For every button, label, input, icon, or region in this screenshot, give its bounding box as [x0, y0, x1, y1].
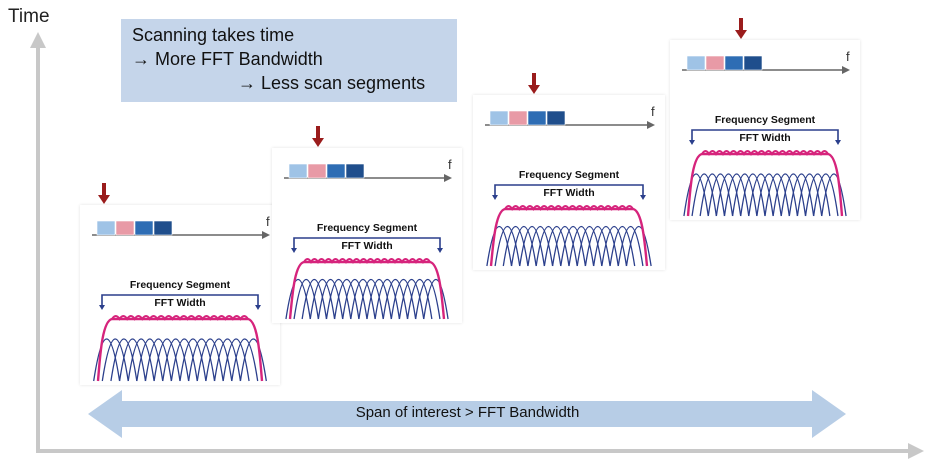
scan-block-1: [288, 163, 308, 179]
scan-block-1: [686, 55, 706, 71]
segment-graphic-3: [485, 73, 655, 267]
current-segment-marker-arrow: [528, 73, 540, 94]
segment-axis-f-label: f: [651, 104, 655, 119]
segment-frequency-arrowhead: [647, 121, 655, 129]
segment-envelope-ripple: [111, 315, 249, 321]
scan-block-4: [345, 163, 365, 179]
segment-frequency-arrowhead: [842, 66, 850, 74]
scan-block-4: [743, 55, 763, 71]
segment-frequency-arrowhead: [444, 174, 452, 182]
fft-width-label: FFT Width: [341, 240, 393, 252]
scan-block-3: [134, 220, 154, 236]
scan-block-4: [153, 220, 173, 236]
filter-bank: [683, 173, 847, 217]
time-axis-arrowhead: [30, 32, 46, 48]
scan-block-1: [489, 110, 509, 126]
scan-block-2: [115, 220, 135, 236]
filter-bank: [93, 338, 267, 382]
fft-width-label: FFT Width: [154, 297, 206, 309]
current-segment-marker-arrow: [98, 183, 110, 204]
frequency-segment-label: Frequency Segment: [714, 114, 816, 126]
segment-envelope-ripple: [303, 258, 431, 264]
segment-axis-f-label: f: [846, 49, 850, 64]
current-segment-marker-arrow: [735, 18, 747, 39]
frequency-axis-arrowhead: [908, 443, 924, 459]
filter-bank: [486, 226, 652, 267]
scanning-callout: Scanning takes time → More FFT Bandwidth…: [121, 19, 457, 102]
scan-block-2: [307, 163, 327, 179]
callout-line-1: Scanning takes time: [132, 25, 295, 45]
scan-block-3: [527, 110, 547, 126]
segment-frequency-arrowhead: [262, 231, 270, 239]
segment-axis-f-label: f: [448, 157, 452, 172]
fft-width-bracket: [293, 237, 441, 250]
scan-block-3: [724, 55, 744, 71]
segment-envelope: [96, 317, 264, 382]
filter-bank: [285, 279, 449, 320]
fft-width-label: FFT Width: [739, 132, 791, 144]
segment-envelope-ripple: [504, 205, 634, 211]
scan-block-3: [326, 163, 346, 179]
fft-width-bracket: [691, 129, 839, 142]
span-of-interest-label: Span of interest > FFT Bandwidth: [355, 404, 580, 421]
segment-axis-f-label: f: [266, 214, 270, 229]
segment-envelope: [686, 152, 844, 217]
fft-width-label: FFT Width: [543, 187, 595, 199]
segment-graphic-4: [682, 18, 850, 217]
fft-width-bracket: [101, 294, 259, 307]
scan-block-4: [546, 110, 566, 126]
callout-line-3: → Less scan segments: [238, 73, 426, 93]
segment-graphic-2: [284, 126, 452, 320]
scan-block-2: [508, 110, 528, 126]
frequency-segment-label: Frequency Segment: [518, 169, 620, 181]
frequency-segment-label: Frequency Segment: [129, 279, 231, 291]
time-axis-label: Time: [8, 6, 50, 27]
span-of-interest-arrow: [88, 390, 846, 438]
fft-width-bracket: [494, 184, 644, 197]
segment-envelope-ripple: [701, 150, 829, 156]
segment-graphic-1: [92, 183, 270, 382]
scan-block-2: [705, 55, 725, 71]
scan-block-1: [96, 220, 116, 236]
current-segment-marker-arrow: [312, 126, 324, 147]
callout-line-2: → More FFT Bandwidth: [132, 49, 323, 69]
frequency-segment-label: Frequency Segment: [316, 222, 418, 234]
